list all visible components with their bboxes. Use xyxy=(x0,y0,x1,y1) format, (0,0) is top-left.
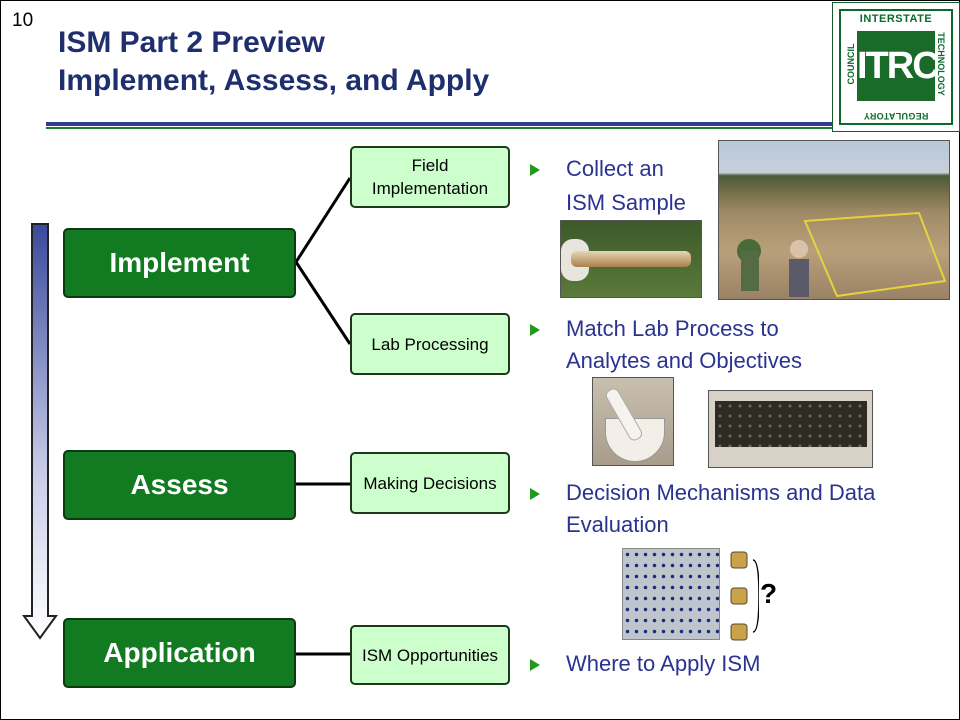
phase-application: Application xyxy=(63,618,296,688)
step-making-decisions: Making Decisions xyxy=(350,452,510,514)
core-sampler-tube xyxy=(571,251,691,267)
question-mark: ? xyxy=(760,578,778,609)
bullet-text: Collect an ISM Sample xyxy=(566,153,926,219)
phase-implement: Implement xyxy=(63,228,296,298)
phase-assess: Assess xyxy=(63,450,296,520)
subsampling-tray-photo xyxy=(708,390,873,468)
mortar-pestle-photo xyxy=(592,377,674,466)
step-lab-processing: Lab Processing xyxy=(350,313,510,375)
field-sampling-photo xyxy=(718,140,950,300)
title-rule-blue xyxy=(46,122,836,126)
step-field-implementation: Field Implementation xyxy=(350,146,510,208)
sample-grid-illustration xyxy=(622,548,720,640)
slide-title-line2: Implement, Assess, and Apply xyxy=(58,64,490,97)
connector-implement-lab xyxy=(294,261,352,345)
bullet-arrow-icon xyxy=(530,164,540,176)
itrc-logo: INTERSTATE COUNCIL ITRC TECHNOLOGY REGUL… xyxy=(832,2,960,132)
tray-soil xyxy=(715,401,867,447)
bullet-arrow-icon xyxy=(530,324,540,336)
bullet-arrow-icon xyxy=(530,488,540,500)
title-rule-green xyxy=(46,127,836,129)
logo-mark: ITRC xyxy=(857,31,940,101)
soil-core-photo xyxy=(560,220,702,298)
bullet-arrow-icon xyxy=(530,659,540,671)
slide-title-line1: ISM Part 2 Preview xyxy=(58,26,325,59)
bullet-text-line2: ISM Sample xyxy=(566,190,686,215)
connector-implement-field xyxy=(294,177,352,263)
bullet-text-line1: Collect an xyxy=(566,156,664,181)
bullet-text: Match Lab Process to Analytes and Object… xyxy=(566,316,803,373)
step-ism-opportunities: ISM Opportunities xyxy=(350,625,510,685)
field-grid-overlay xyxy=(737,211,947,298)
slide-number: 10 xyxy=(12,10,34,31)
bullet-text: Decision Mechanisms and Data Evaluation xyxy=(566,480,876,537)
logo-frame: INTERSTATE COUNCIL ITRC TECHNOLOGY REGUL… xyxy=(839,9,953,125)
logo-top-text: INTERSTATE xyxy=(859,13,933,25)
sample-jars-icon xyxy=(730,551,759,641)
process-flow-arrow-icon xyxy=(22,223,58,640)
bullet-text: Where to Apply ISM xyxy=(566,651,761,676)
